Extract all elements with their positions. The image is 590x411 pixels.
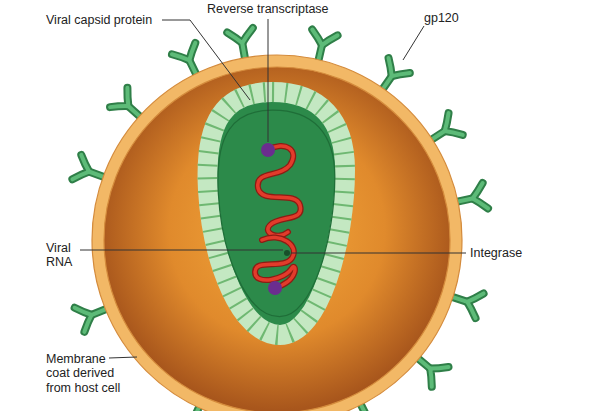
part-label: Integrase <box>470 246 522 260</box>
part-label: gp120 <box>424 11 459 25</box>
capsid <box>208 92 345 335</box>
integrase-dot <box>284 250 290 256</box>
membrane-coat <box>98 61 456 411</box>
part-label: Viral capsid protein <box>46 13 152 27</box>
part-label: Reverse transcriptase <box>207 2 329 16</box>
leader-lines <box>80 19 466 358</box>
part-label: Viral RNA <box>46 241 86 270</box>
reverse-transcriptase-dot <box>261 143 275 157</box>
part-label: Membrane coat derived from host cell <box>46 352 128 395</box>
reverse-transcriptase-dot <box>268 281 282 295</box>
gp120-spikes <box>72 28 488 411</box>
viral-rna <box>255 146 301 288</box>
